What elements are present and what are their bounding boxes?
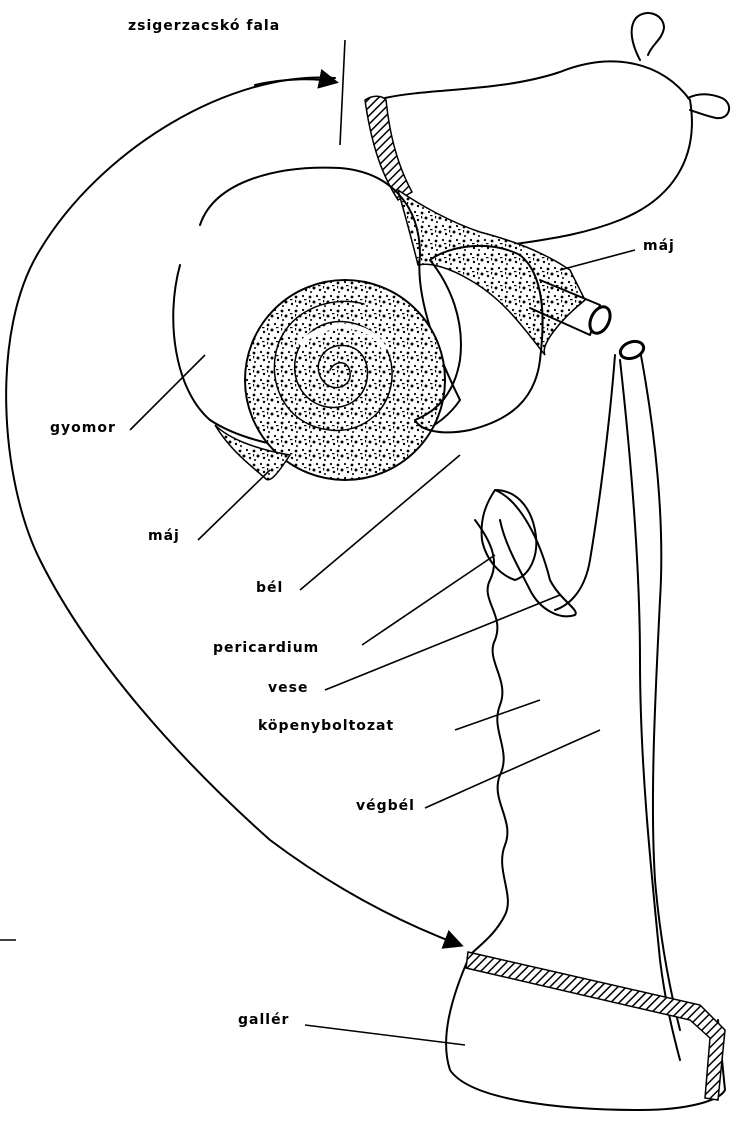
pericardium-outline: [482, 490, 537, 580]
collar-hatched-band: [466, 952, 725, 1100]
label-rectum: végbél: [356, 798, 415, 814]
leader-liver-bottom: [198, 470, 270, 540]
rectum-end: [555, 355, 615, 610]
label-heart-wall: zsigerzacskó fala: [128, 18, 280, 34]
leader-stomach: [130, 355, 205, 430]
label-stomach: gyomor: [50, 420, 116, 436]
leader-heart-wall: [340, 40, 345, 145]
tentacle-top: [632, 13, 664, 60]
leader-collar: [305, 1025, 465, 1045]
rectum-inner: [640, 350, 680, 1030]
label-pericardium: pericardium: [213, 640, 319, 656]
leader-liver-top: [560, 250, 635, 270]
label-liver-top: máj: [643, 238, 675, 254]
visceral-sac-outline: [6, 77, 460, 945]
mantle-wavy-edge: [470, 520, 508, 955]
rectum-outer: [620, 360, 680, 1060]
label-liver-bottom: máj: [148, 528, 180, 544]
label-intestine: bél: [256, 580, 283, 596]
tentacle-right: [688, 94, 729, 118]
leader-rectum: [425, 730, 600, 808]
label-mantle-cavity: köpenyboltozat: [258, 718, 394, 734]
leader-pericardium: [362, 555, 495, 645]
leader-kidney: [325, 595, 560, 690]
label-collar: gallér: [238, 1012, 289, 1028]
label-kidney: vese: [268, 680, 308, 696]
